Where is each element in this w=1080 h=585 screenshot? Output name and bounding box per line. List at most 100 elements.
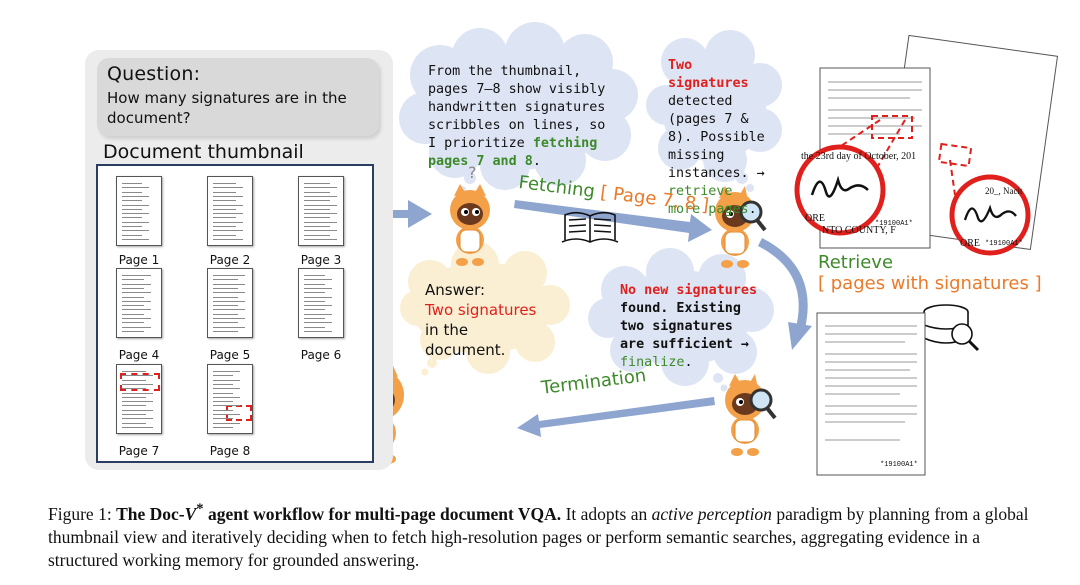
- page-thumb: [207, 268, 253, 338]
- page-thumb: [207, 364, 253, 434]
- answer-highlight: Two signatures: [425, 301, 537, 319]
- thumb-text-line: [122, 418, 153, 420]
- thumb-text-line: [213, 396, 240, 398]
- page-thumb: [298, 268, 344, 338]
- thumb-text-line: [304, 300, 325, 302]
- page-label: Page 3: [300, 253, 342, 267]
- thumbnail-title: Document thumbnail: [103, 141, 304, 163]
- question-box: [97, 58, 379, 136]
- thumb-text-line: [122, 226, 142, 227]
- thumb-text-line: [213, 383, 233, 385]
- thumb-text-line: [122, 183, 142, 184]
- thumb-text-line: [213, 379, 240, 381]
- book-icon: [561, 211, 619, 243]
- thumb-text-line: [122, 388, 146, 390]
- thought-1-body: From the thumbnail, pages 7–8 show visib…: [428, 64, 606, 151]
- caption-prefix: Figure 1:: [48, 503, 117, 524]
- doc-code-3: *19100A1*: [880, 461, 918, 469]
- thought-cloud-2: [646, 30, 782, 192]
- thumb-text-line: [213, 221, 243, 223]
- thumb-text-line: [213, 313, 238, 315]
- thumb-text-line: [122, 392, 153, 394]
- thumb-text-line: [304, 195, 337, 197]
- thumb-text-line: [304, 279, 332, 281]
- thumb-text-line: [304, 208, 330, 210]
- thumb-text-line: [304, 226, 330, 227]
- thumb-text-line: [122, 318, 151, 319]
- thumb-text-line: [304, 234, 330, 236]
- thumb-text-line: [213, 283, 245, 285]
- signature-zoom-small: [949, 174, 1031, 256]
- caption-bold-b: agent workflow for multi-page document V…: [203, 503, 562, 524]
- thumb-text-line: [213, 200, 236, 202]
- thought-2-body: detected (pages 7 & 8). Possible missing…: [668, 94, 765, 181]
- thumb-text-line: [122, 409, 153, 411]
- thumb-text-line: [122, 195, 149, 197]
- thumb-text-line: [213, 238, 243, 240]
- thumb-text-line: [122, 230, 149, 232]
- document-snippet-lower: [816, 312, 926, 476]
- thumb-text-line: [213, 300, 245, 302]
- thought-2-action: retrieve more pages: [668, 184, 749, 217]
- thumb-text-line: [122, 283, 151, 285]
- thumb-text-line: [213, 275, 245, 276]
- page-label: Page 4: [118, 348, 160, 362]
- thumb-text-line: [213, 371, 240, 372]
- thumb-text-line: [122, 383, 153, 385]
- thumb-text-line: [213, 326, 245, 328]
- thumb-text-line: [213, 187, 243, 189]
- page-thumb: [116, 268, 162, 338]
- signature-zoom-large: [794, 144, 886, 236]
- thumb-text-line: [122, 187, 149, 189]
- thumb-text-line: [122, 208, 142, 210]
- database-search-icon: [923, 304, 980, 352]
- thumb-text-line: [213, 217, 236, 219]
- thumb-text-line: [304, 330, 332, 332]
- arrow-termination: [517, 397, 715, 437]
- figure-caption: Figure 1: The Doc-V* agent workflow for …: [48, 498, 1048, 572]
- thumb-text-line: [122, 279, 144, 281]
- thumb-text-line: [213, 305, 238, 307]
- thumb-text-line: [122, 414, 146, 415]
- thumb-text-line: [122, 426, 153, 428]
- mascot-magnifier-top: [715, 186, 767, 268]
- thought-3-text: No new signatures found. Existing two si…: [620, 282, 760, 372]
- page-thumb: [116, 364, 162, 434]
- question-label: Question:: [107, 63, 201, 85]
- page-label: Page 7: [118, 444, 160, 458]
- retrieve-target: [ pages with signatures ]: [818, 273, 1042, 294]
- thought-3-end: .: [684, 355, 693, 370]
- page-label: Page 5: [209, 348, 251, 362]
- thumb-text-line: [304, 322, 332, 324]
- thumb-text-line: [213, 296, 238, 298]
- thought-3-body: found. Existing two signatures are suffi…: [620, 301, 749, 352]
- doc-county: NTO COUNTY, F: [822, 225, 896, 236]
- thumb-text-line: [213, 318, 245, 319]
- thought-2-text: Two signatures detected (pages 7 & 8). P…: [668, 57, 770, 219]
- thumb-text-line: [122, 375, 153, 377]
- thumb-text-line: [122, 221, 149, 223]
- thumb-text-line: [213, 401, 233, 403]
- thumb-text-line: [213, 422, 240, 424]
- answer-rest: in the document.: [425, 321, 506, 359]
- svg-text:?: ?: [468, 163, 477, 182]
- doc-word-2: ORE: [960, 238, 980, 249]
- page-label: Page 8: [209, 444, 251, 458]
- page-label: Page 2: [209, 253, 251, 267]
- thumb-text-line: [122, 326, 151, 328]
- thumb-text-line: [304, 221, 337, 223]
- thumb-text-line: [213, 330, 238, 332]
- thumb-text-line: [213, 322, 238, 324]
- thumb-text-line: [213, 234, 236, 236]
- page-thumb: [116, 176, 162, 246]
- thumb-text-line: [122, 238, 149, 240]
- thumb-text-line: [304, 187, 337, 189]
- thumb-text-line: [122, 371, 146, 372]
- thought-3-action: finalize: [620, 355, 685, 370]
- page-label: Page 6: [300, 348, 342, 362]
- caption-bold-v: V: [184, 503, 197, 524]
- thumb-text-line: [122, 200, 142, 202]
- thumb-text-line: [122, 330, 144, 332]
- thought-1-highlight: fetching pages 7 and 8: [428, 136, 598, 169]
- thumb-text-line: [213, 230, 243, 232]
